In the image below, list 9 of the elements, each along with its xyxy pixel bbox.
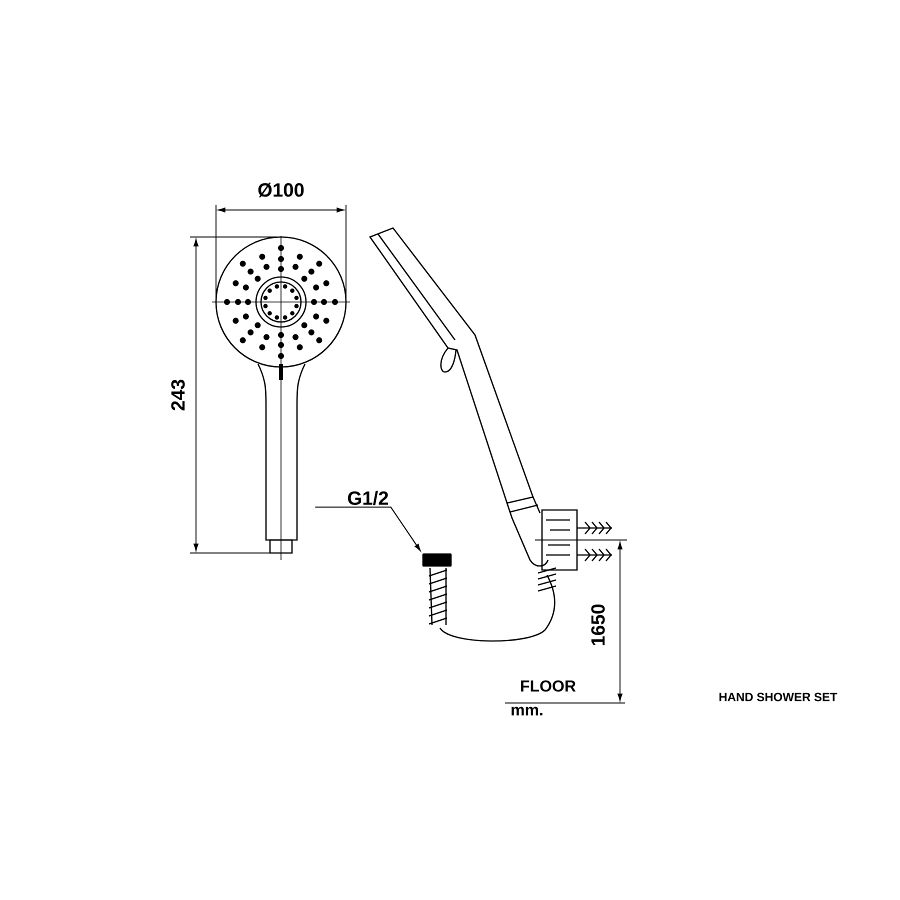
title: HAND SHOWER SET xyxy=(719,692,838,702)
callout-text: G1/2 xyxy=(348,490,388,506)
leader-line xyxy=(315,506,421,551)
dimension-text: FLOOR xyxy=(521,680,576,692)
hose-nut xyxy=(422,553,452,567)
dimension-text: 243 xyxy=(171,380,185,410)
dimension-text: Ø100 xyxy=(258,182,304,198)
dimension-text: mm. xyxy=(512,706,542,716)
dimension-text: 1650 xyxy=(591,604,605,646)
